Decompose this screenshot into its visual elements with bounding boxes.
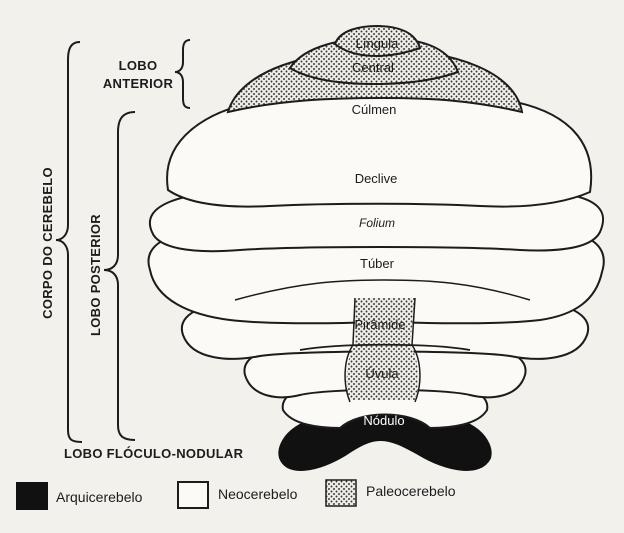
corpo-do-cerebelo-label: CORPO DO CEREBELO [40, 167, 55, 319]
lobo-anterior-bracket [174, 39, 191, 109]
central-label: Central [352, 60, 394, 75]
legend-label-neocerebelo: Neocerebelo [218, 486, 298, 502]
folium-label: Folium [359, 216, 395, 230]
legend-swatch-neocerebelo [177, 481, 209, 509]
declive-label: Declive [355, 171, 398, 186]
culmen-label: Cúlmen [352, 102, 397, 117]
legend-label-arquicerebelo: Arquicerebelo [56, 489, 143, 505]
corpo-cerebelo-bracket [55, 41, 83, 443]
uvula-label: Úvula [365, 366, 399, 381]
lobo-posterior-bracket [103, 111, 136, 441]
legend-swatch-paleocerebelo [325, 479, 357, 507]
lingula-label: Língula [356, 36, 399, 51]
boundary-tuber-line [234, 279, 531, 301]
lingula-region [333, 24, 422, 58]
vermis-paleocerebelo-strip [346, 298, 419, 400]
tuber-label: Túber [360, 256, 395, 271]
nodulo-label: Nódulo [363, 413, 404, 428]
lobo-anterior-label-line2: ANTERIOR [103, 76, 174, 91]
lobo-anterior-label-line1: LOBO [119, 58, 158, 73]
legend-label-paleocerebelo: Paleocerebelo [366, 483, 456, 499]
legend-swatch-arquicerebelo [16, 482, 48, 510]
piramide-label: Pirâmide [354, 317, 405, 332]
lobo-floculo-nodular-label: LOBO FLÓCULO-NODULAR [64, 446, 244, 461]
lobo-posterior-label: LOBO POSTERIOR [88, 214, 103, 336]
boundary-piramide-uvula [299, 343, 471, 351]
